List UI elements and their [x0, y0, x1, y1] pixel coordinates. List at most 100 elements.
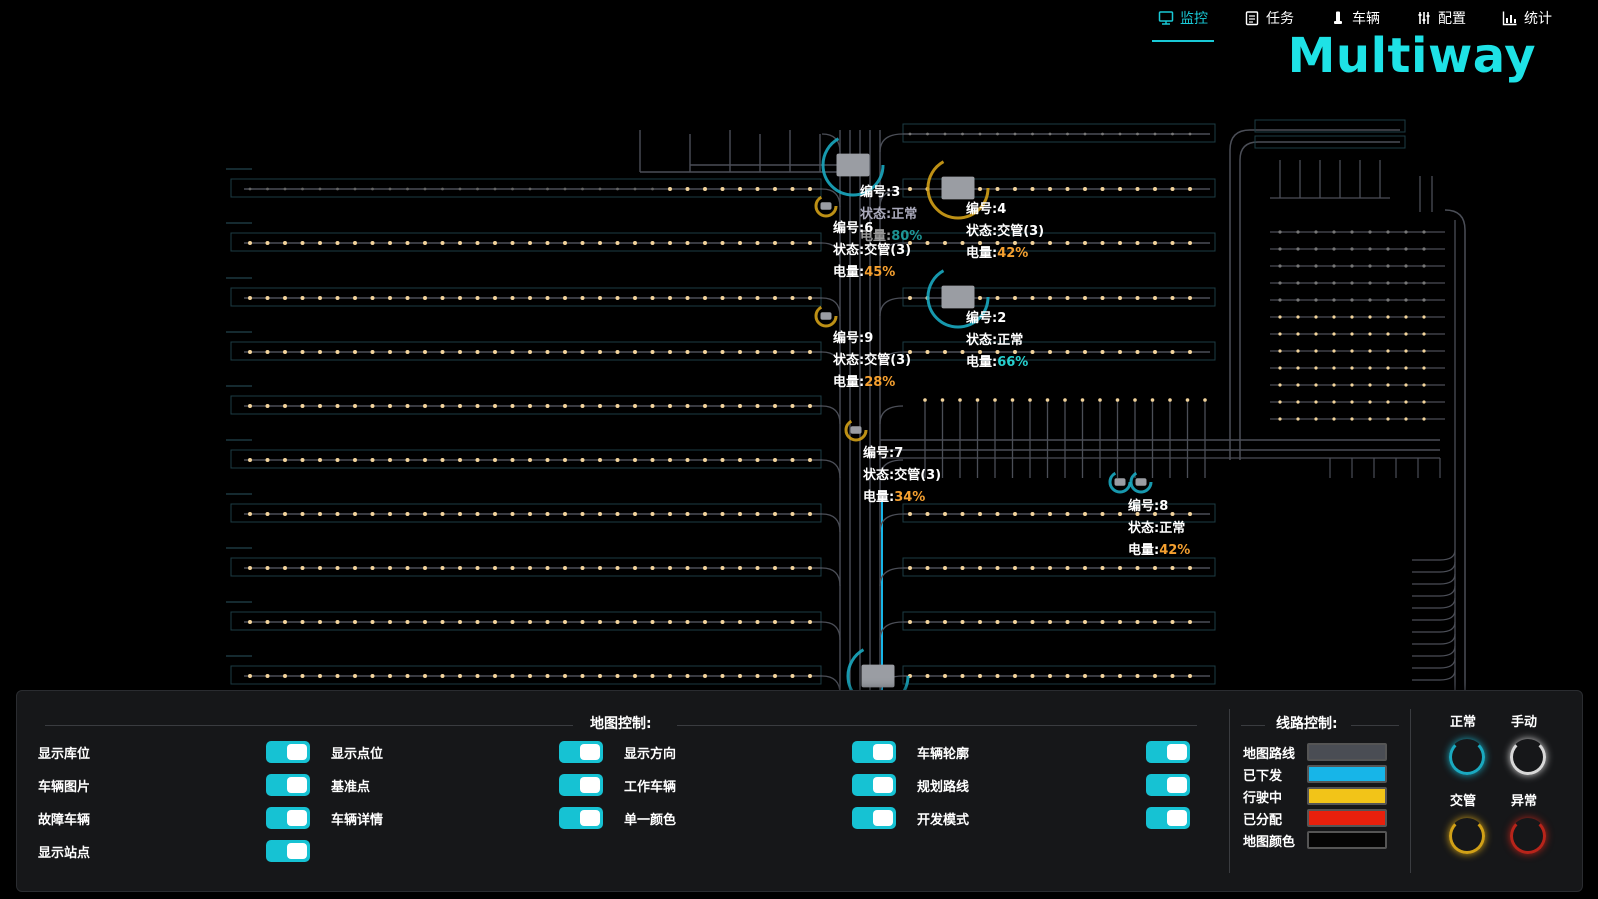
- route-point: [755, 566, 760, 570]
- right-lane-point: [1368, 315, 1372, 319]
- route-point: [388, 458, 392, 462]
- route-point: [493, 404, 497, 408]
- junction-curve: [879, 351, 904, 371]
- right-lane-point: [1386, 332, 1390, 336]
- right-lane-point: [1404, 315, 1408, 319]
- route-point: [510, 674, 515, 678]
- right-lane-point: [1278, 400, 1282, 404]
- toggle-faulty-vehicle[interactable]: [266, 807, 310, 829]
- route-point: [1065, 674, 1070, 678]
- vehicle-info-2[interactable]: 编号:2 状态:正常 电量:66%: [966, 308, 1028, 374]
- toggle-vehicle-outline[interactable]: [1146, 741, 1190, 763]
- vehicle-info-3[interactable]: 编号:3 状态:正常 电量:80%: [860, 182, 922, 248]
- vehicle-body-icon: [941, 285, 975, 309]
- route-point: [545, 404, 550, 408]
- toggle-show-points[interactable]: [559, 741, 603, 763]
- right-lane-point: [1332, 400, 1336, 404]
- toggle-vehicle-details[interactable]: [559, 807, 603, 829]
- junction-curve: [821, 459, 841, 479]
- route-point: [528, 620, 532, 624]
- battery-label: 电量:: [1128, 543, 1160, 558]
- right-lane-point: [1278, 298, 1282, 302]
- route-point: [598, 187, 602, 191]
- nav-stats[interactable]: 统计: [1484, 0, 1570, 36]
- right-lane-point: [1422, 417, 1426, 421]
- vehicle-marker-3[interactable]: [821, 133, 885, 197]
- vehicle-info-9[interactable]: 编号:9 状态:交管(3) 电量:28%: [833, 328, 911, 394]
- right-lane-point: [1332, 417, 1336, 421]
- nav-monitor[interactable]: 监控: [1140, 0, 1226, 42]
- vehicle-marker-7[interactable]: [844, 418, 868, 442]
- route-point: [318, 350, 322, 354]
- line-swatch-dispatched[interactable]: [1307, 765, 1387, 783]
- toggle-show-stations[interactable]: [266, 840, 310, 862]
- vehicle-marker-2[interactable]: [926, 265, 990, 329]
- vehicle-info-7[interactable]: 编号:7 状态:交管(3) 电量:34%: [863, 443, 941, 509]
- comb-point: [1185, 398, 1190, 402]
- toggle-show-direction[interactable]: [852, 741, 896, 763]
- line-swatch-map-route[interactable]: [1307, 743, 1387, 761]
- vehicle-marker-8b[interactable]: [1129, 470, 1153, 494]
- line-swatch-driving[interactable]: [1307, 787, 1387, 805]
- vehicle-info-6[interactable]: 编号:6 状态:交管(3) 电量:45%: [833, 218, 911, 284]
- route-point: [1153, 350, 1157, 354]
- route-point: [668, 620, 672, 624]
- route-point: [755, 620, 760, 624]
- route-point: [388, 512, 392, 516]
- line-swatch-map-color[interactable]: [1307, 831, 1387, 849]
- route-point: [336, 187, 339, 191]
- toggle-single-color[interactable]: [852, 807, 896, 829]
- route-point: [1170, 296, 1175, 300]
- toggle-planned-route[interactable]: [1146, 774, 1190, 796]
- route-point: [995, 187, 1000, 191]
- toggle-working-vehicle[interactable]: [852, 774, 896, 796]
- battery-value: 28%: [864, 375, 896, 390]
- vehicle-marker-4[interactable]: [926, 156, 990, 220]
- route-point: [978, 296, 982, 300]
- line-control-title: 线路控制:: [1276, 716, 1338, 732]
- toggle-label-show-storage: 显示库位: [38, 747, 91, 762]
- right-lane-point: [1314, 383, 1318, 387]
- right-spur: [1412, 645, 1456, 657]
- storage-bay: [1254, 135, 1406, 149]
- route-point: [423, 350, 427, 354]
- route-point: [926, 132, 929, 136]
- route-point: [458, 187, 462, 191]
- toggle-reference-point[interactable]: [559, 774, 603, 796]
- route-point: [790, 566, 795, 570]
- route-point: [1048, 512, 1052, 516]
- route-point: [1013, 187, 1017, 191]
- route-point: [528, 241, 532, 245]
- vehicle-body-icon: [820, 312, 832, 320]
- nav-config[interactable]: 配置: [1398, 0, 1484, 36]
- vehicle-info-4[interactable]: 编号:4 状态:交管(3) 电量:42%: [966, 199, 1044, 265]
- vehicle-marker-9[interactable]: [814, 304, 838, 328]
- line-swatch-assigned[interactable]: [1307, 809, 1387, 827]
- route-point: [335, 566, 340, 570]
- toggle-vehicle-image[interactable]: [266, 774, 310, 796]
- right-lane-point: [1314, 315, 1318, 319]
- toggle-show-storage[interactable]: [266, 741, 310, 763]
- vehicle-info-8[interactable]: 编号:8 状态:正常 电量:42%: [1128, 496, 1190, 562]
- storage-bay: [230, 395, 822, 415]
- toggle-dev-mode[interactable]: [1146, 807, 1190, 829]
- route-point: [720, 187, 725, 191]
- route-point: [545, 566, 550, 570]
- route-point: [563, 458, 567, 462]
- nav-task[interactable]: 任务: [1226, 0, 1312, 36]
- route-point: [668, 404, 672, 408]
- nav-vehicle[interactable]: 车辆: [1312, 0, 1398, 36]
- line-title-divider-right: [1351, 725, 1399, 726]
- right-lane-point: [1314, 400, 1318, 404]
- route-point: [685, 296, 690, 300]
- route-point: [1153, 620, 1157, 624]
- vehicle-marker-6[interactable]: [814, 194, 838, 218]
- junction-curve: [879, 405, 904, 425]
- junction-curve: [821, 405, 841, 425]
- route-point: [1118, 566, 1122, 570]
- route-point: [370, 674, 375, 678]
- right-lane-point: [1314, 417, 1318, 421]
- route-point: [755, 350, 760, 354]
- route-point: [1135, 296, 1140, 300]
